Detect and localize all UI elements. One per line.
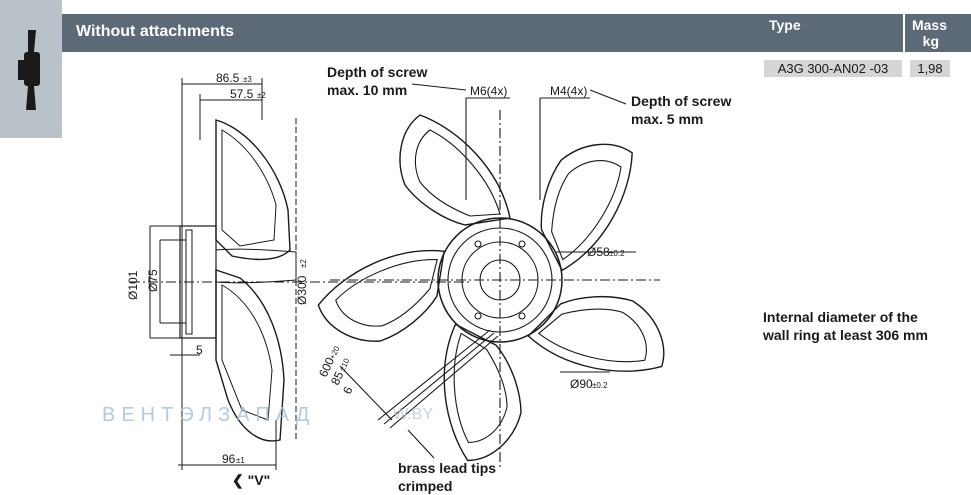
wall-ring-line2: wall ring at least 306 mm [763,327,928,343]
dim-d75: Ø75 [146,269,160,292]
screw-depth-left-line1: Depth of screw [327,64,428,80]
watermark-brand: ВЕНТЭЛЗАПАД [102,404,316,426]
screw-depth-right-note: Depth of screw max. 5 mm [631,92,731,128]
axial-fan-icon [18,30,40,110]
type-column-header: Type [755,14,903,52]
section-header: Without attachments [62,14,755,52]
dim-lead-85-tol: ±10 [338,356,352,372]
dim-d90: Ø90 [570,377,593,391]
section-title: Without attachments [76,23,235,40]
dim-57-5-tol: ±2 [257,91,266,100]
dim-96-tol: ±1 [236,456,245,465]
wall-ring-line1: Internal diameter of the [763,309,918,325]
dim-96: 96 [222,452,236,466]
dim-d101: Ø101 [126,270,140,300]
dim-d58-tol: ±0.2 [609,249,625,258]
dim-lead-600-tol: +20 [328,344,342,361]
mass-unit: kg [922,33,939,49]
brass-lead-line2: crimped [398,478,453,494]
dim-5: 5 [196,343,203,357]
dim-lead-85: 85 [328,369,346,387]
screw-depth-right-line1: Depth of screw [631,93,732,109]
dim-lead-6: 6 [340,384,356,396]
wall-ring-note: Internal diameter of the wall ring at le… [763,308,928,344]
screw-depth-right-line2: max. 5 mm [631,111,704,127]
dim-d58: Ø58 [587,245,610,259]
screw-depth-left-note: Depth of screw max. 10 mm [327,63,427,99]
mass-label: Mass [911,17,947,33]
view-label: ❮ "V" [232,471,270,489]
dim-d300: Ø300 [295,275,309,305]
brass-lead-line1: brass lead tips [398,460,497,476]
watermark-domain: W.BY [393,406,434,423]
mass-column-header: Mass kg [905,14,971,52]
type-label: Type [769,17,801,33]
view-label-text: "V" [247,472,271,488]
dim-m4: M4(4x) [550,84,587,98]
fan-type-sidebar [0,0,62,138]
dim-d90-tol: ±0.2 [592,381,608,390]
mass-value: 1,98 [910,60,950,77]
front-view [317,83,665,470]
type-value: A3G 300-AN02 -03 [764,60,902,77]
side-view [130,78,470,470]
dim-86-5: 86.5 [216,71,240,85]
dim-57-5: 57.5 [230,87,254,101]
screw-depth-left-line2: max. 10 mm [327,82,408,98]
dim-m6: M6(4x) [470,84,507,98]
dim-86-5-tol: ±3 [243,75,252,84]
view-arrow-icon: ❮ [232,472,244,488]
dim-d300-tol: ±2 [299,259,308,268]
brass-lead-note: brass lead tips crimped [398,459,496,495]
